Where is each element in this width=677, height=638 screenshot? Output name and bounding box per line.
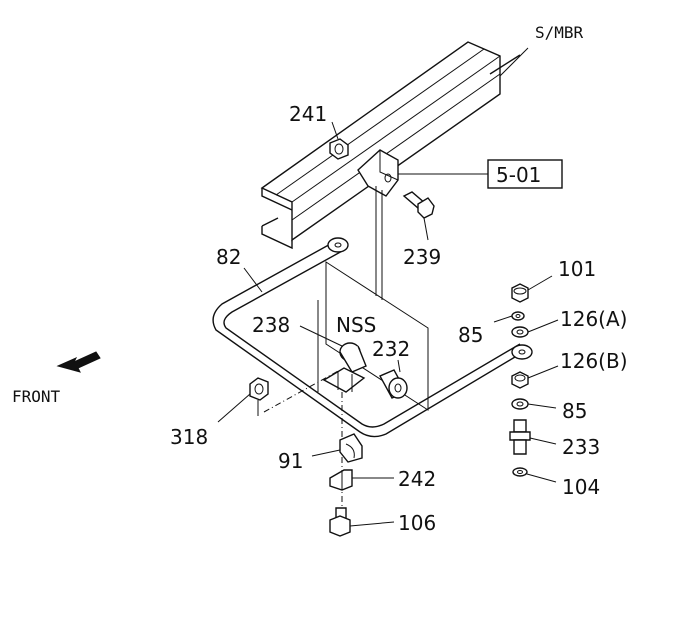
front-label: FRONT [12, 387, 61, 406]
label-241: 241 [289, 102, 327, 126]
washer-85-bottom [511, 398, 529, 410]
link-plate-outline [325, 261, 429, 411]
leader-232 [397, 359, 401, 373]
leader-126b [527, 365, 559, 379]
s-mbr-label: S/MBR [535, 23, 584, 42]
label-106: 106 [398, 511, 436, 535]
side-member-beam [260, 41, 521, 250]
bushing-232 [379, 369, 408, 399]
washer-126a [511, 326, 529, 338]
leader-238 [299, 325, 343, 347]
leader-233 [529, 437, 557, 445]
leader-126a [527, 319, 559, 333]
label-239: 239 [403, 245, 441, 269]
leader-85-top [493, 315, 513, 323]
label-91: 91 [278, 449, 303, 473]
leader-85-bottom [527, 403, 557, 409]
leader-82 [243, 267, 263, 293]
label-126a: 126(A) [560, 307, 627, 331]
label-85-top: 85 [458, 323, 483, 347]
stabilizer-bar [212, 237, 533, 438]
bolt-233 [509, 419, 531, 455]
leader-91 [311, 449, 341, 457]
bushing-91 [339, 433, 363, 463]
ref-box-5-01 [487, 159, 563, 189]
label-242: 242 [398, 467, 436, 491]
leader-318 [217, 393, 251, 423]
label-85-bottom: 85 [562, 399, 587, 423]
leader-241 [331, 121, 339, 140]
label-82: 82 [216, 245, 241, 269]
label-318: 318 [170, 425, 208, 449]
nut-318 [249, 377, 269, 416]
leader-101 [527, 275, 553, 291]
leader-104 [526, 473, 557, 483]
s-mbr-leader [499, 47, 529, 77]
label-5-01: 5-01 [496, 163, 541, 187]
bolt-106 [329, 507, 351, 537]
nut-101 [511, 283, 529, 303]
frame-bracket [357, 149, 399, 197]
leader-106 [349, 521, 395, 527]
front-arrow-icon [56, 351, 101, 373]
clamp-242 [329, 469, 353, 491]
leader-239 [423, 217, 429, 241]
bushing-238 [322, 342, 367, 393]
bolt-239 [402, 191, 435, 219]
label-126b: 126(B) [560, 349, 628, 373]
label-238: 238 [252, 313, 290, 337]
label-232: 232 [372, 337, 410, 361]
label-104: 104 [562, 475, 600, 499]
nut-241 [329, 138, 349, 160]
label-nss: NSS [336, 313, 376, 337]
washer-85-top [511, 311, 525, 321]
centerline-318 [263, 369, 341, 413]
label-233: 233 [562, 435, 600, 459]
label-101: 101 [558, 257, 596, 281]
washer-126b [511, 371, 529, 389]
washer-104 [512, 467, 528, 477]
